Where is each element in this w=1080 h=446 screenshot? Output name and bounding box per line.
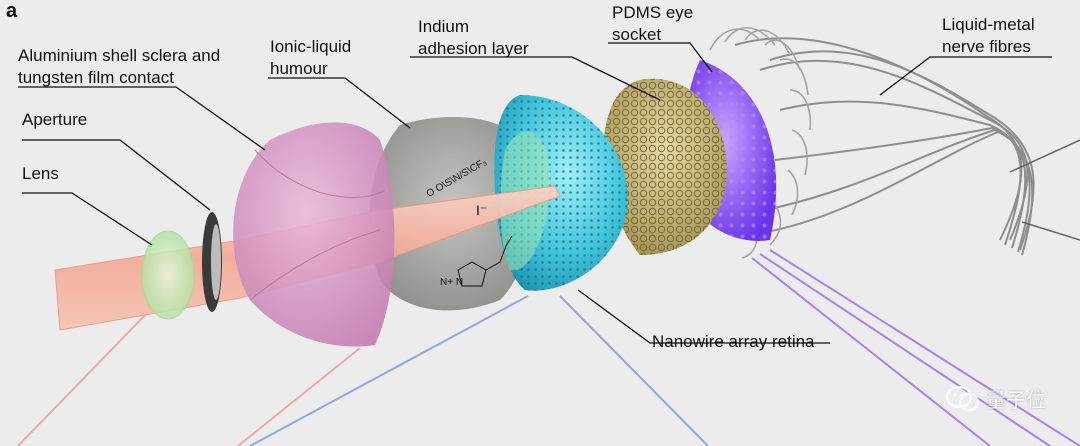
watermark: 量子位 xyxy=(946,384,1046,413)
sclera-label: Aluminium shell sclera and tungsten film… xyxy=(18,45,220,89)
wechat-icon xyxy=(946,385,979,411)
light-rays xyxy=(17,249,1080,446)
sclera-label-line2: tungsten film contact xyxy=(18,68,174,87)
indium-label: Indium adhesion layer xyxy=(418,16,529,60)
nerve-label-line1: Liquid-metal xyxy=(942,15,1035,34)
humour-label: Ionic-liquid humour xyxy=(270,36,351,80)
cation-structure: N+ N xyxy=(440,277,463,288)
pdms-socket xyxy=(604,78,727,256)
leader-lines xyxy=(18,42,1052,344)
indium-label-line2: adhesion layer xyxy=(418,39,529,58)
nerve-label-line2: nerve fibres xyxy=(942,37,1031,56)
aluminium-sclera xyxy=(233,122,395,347)
pdms-label-line2: socket xyxy=(612,25,662,44)
lens-label: Lens xyxy=(22,164,59,183)
pdms-label: PDMS eye socket xyxy=(612,2,693,46)
indium-label-line1: Indium xyxy=(418,17,470,36)
sclera-label-line1: Aluminium shell sclera and xyxy=(18,46,221,65)
retina-label: Nanowire array retina xyxy=(652,332,815,351)
lens xyxy=(141,230,195,320)
watermark-text: 量子位 xyxy=(986,390,1046,412)
humour-label-line1: Ionic-liquid xyxy=(270,37,352,56)
pdms-label-line1: PDMS eye xyxy=(612,3,694,22)
iodide-label: I⁻ xyxy=(476,202,487,218)
panel-label: a xyxy=(6,0,18,22)
nerve-fibre-bundle xyxy=(734,37,1035,256)
aperture-label: Aperture xyxy=(22,110,88,129)
aperture-ring xyxy=(202,212,222,312)
humour-label-line2: humour xyxy=(270,59,328,78)
nerve-label: Liquid-metal nerve fibres xyxy=(942,14,1035,58)
